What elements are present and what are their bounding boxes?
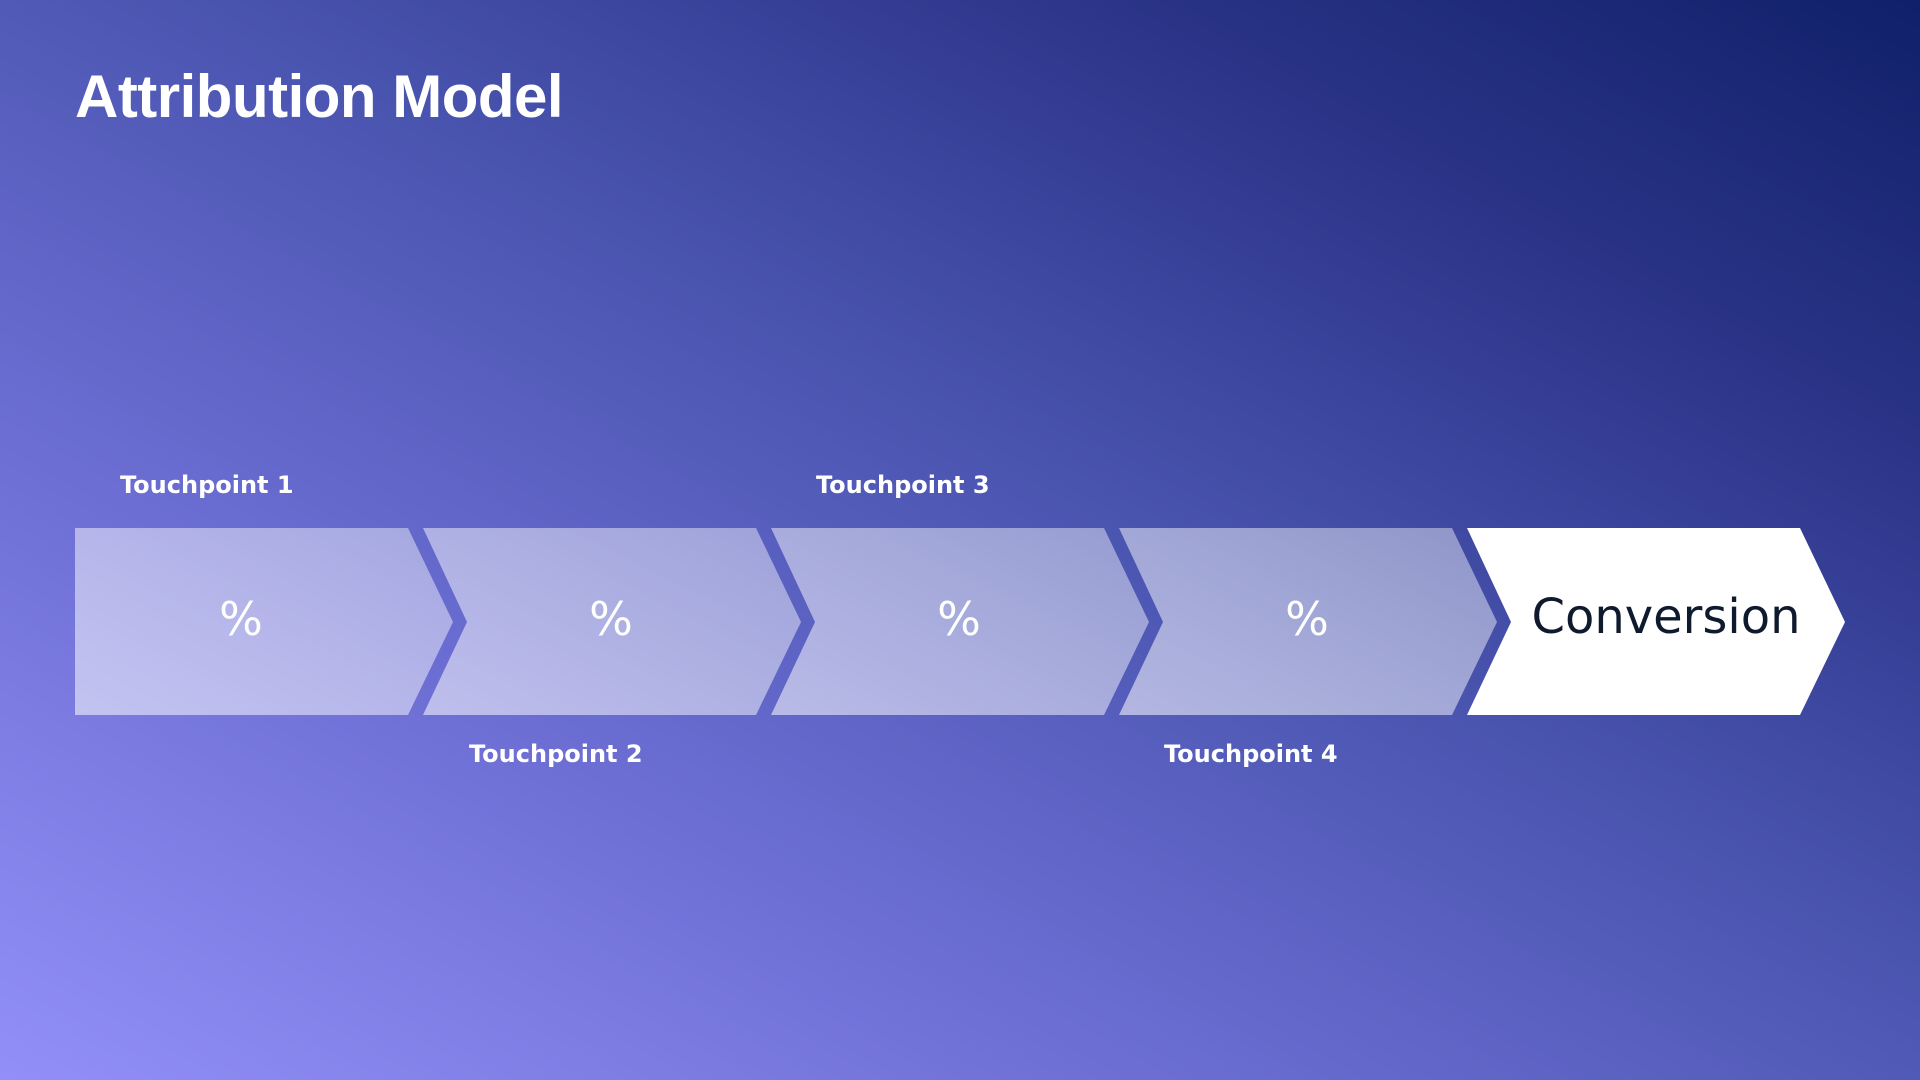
touchpoint-1-chevron (75, 528, 453, 715)
conversion-label: Conversion (1531, 589, 1801, 645)
touchpoint-2-chevron (423, 528, 801, 715)
touchpoint-3-chevron (771, 528, 1149, 715)
touchpoint-1-label: Touchpoint 1 (120, 471, 294, 499)
conversion-chevron (1467, 528, 1845, 715)
page-title: Attribution Model (75, 63, 564, 130)
touchpoint-3-value: % (937, 592, 981, 646)
touchpoint-1-value: % (219, 592, 263, 646)
touchpoint-3-label: Touchpoint 3 (816, 471, 990, 499)
touchpoint-4-value: % (1285, 592, 1329, 646)
touchpoint-2-value: % (589, 592, 633, 646)
touchpoint-4-label: Touchpoint 4 (1164, 740, 1338, 768)
touchpoint-4-chevron (1119, 528, 1497, 715)
touchpoint-2-label: Touchpoint 2 (469, 740, 643, 768)
